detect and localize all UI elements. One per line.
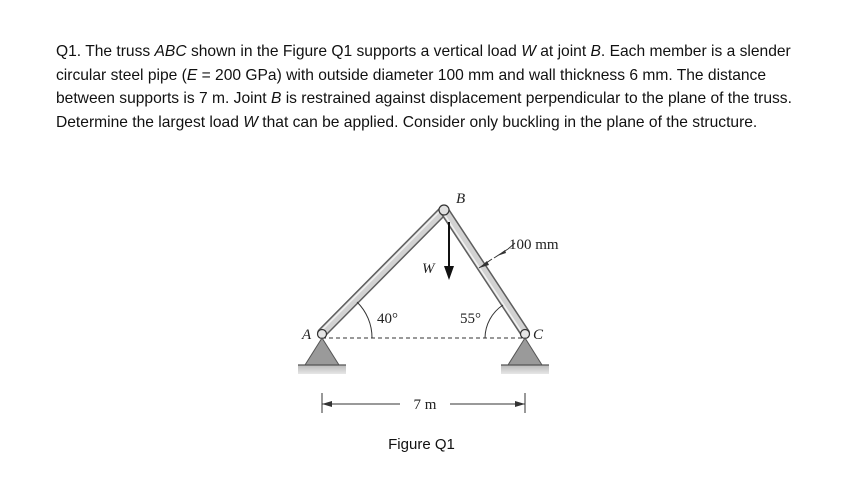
joint-symbol: B (270, 90, 282, 107)
support-c (501, 328, 549, 374)
span-label: 7 m (414, 397, 437, 413)
support-a (298, 328, 346, 374)
figure-caption: Figure Q1 (388, 436, 455, 453)
joint-c-label: C (533, 327, 544, 343)
question-segment: shown in the Figure Q1 supports a vertic… (186, 43, 522, 60)
span-dimension (321, 393, 526, 413)
question-segment: is restrained against displacement perpe… (56, 90, 792, 131)
angle-c-label: 55° (460, 311, 481, 327)
load-label: W (422, 261, 436, 277)
angle-a-label: 40° (377, 311, 398, 327)
question-segment: = 200 GPa) with outside diameter 100 mm … (56, 66, 767, 108)
question-text: Q1. The truss ABC shown in the Figure Q1… (56, 40, 796, 134)
angle-arc-c (484, 304, 504, 339)
question-segment: . Each member is a slender circular stee… (56, 43, 791, 84)
diameter-indicator (478, 242, 516, 269)
question-segment: The truss (81, 43, 155, 60)
diameter-label: 100 mm (509, 237, 559, 253)
modulus-symbol: E (186, 66, 198, 84)
joint-a-label: A (301, 327, 312, 343)
member-bc (439, 205, 530, 338)
member-ab (317, 205, 449, 338)
joint-b-pin (438, 204, 450, 216)
truss-name: ABC (154, 43, 187, 60)
joint-b-label: B (456, 191, 465, 207)
question-segment: at joint (535, 43, 591, 60)
question-segment: that can be applied. Consider only buckl… (257, 113, 758, 131)
load-symbol: W (521, 43, 536, 60)
angle-arc-a (356, 301, 373, 339)
load-symbol: W (243, 113, 258, 131)
question-number: Q1. (56, 43, 82, 60)
joint-symbol: B (590, 43, 601, 60)
load-arrow (444, 222, 454, 280)
